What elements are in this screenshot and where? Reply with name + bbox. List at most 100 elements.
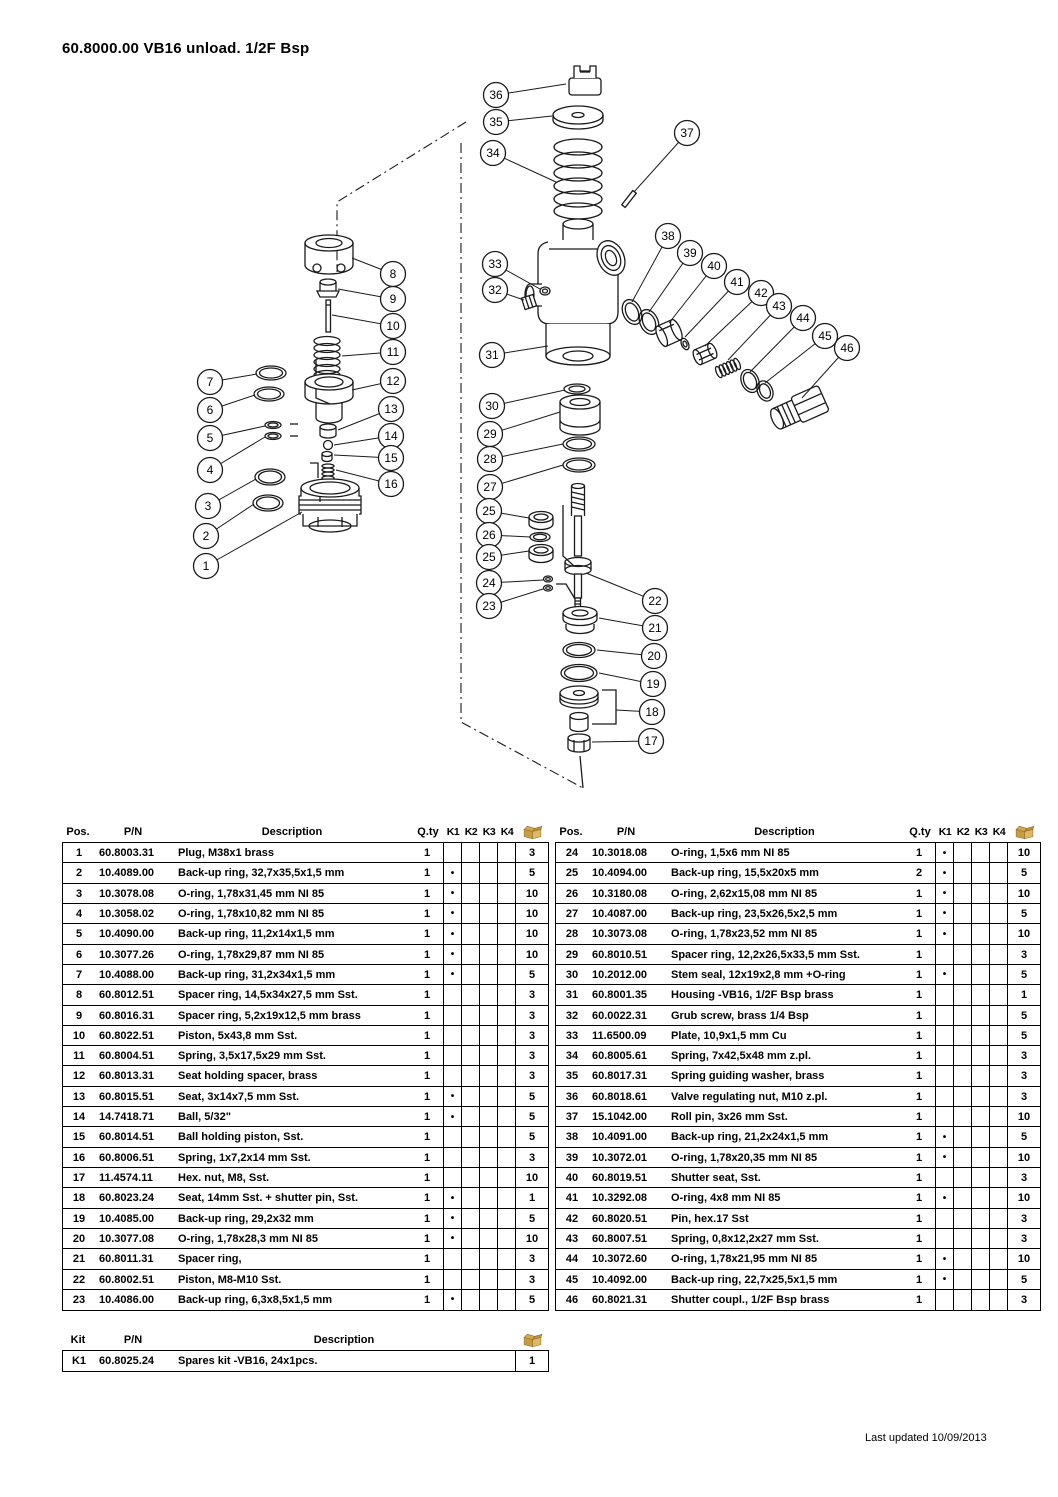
pos-cell: 1	[75, 847, 83, 859]
desc-cell: Spacer ring, 12,2x26,5x33,5 mm Sst.	[671, 948, 860, 961]
col-header-k2: K2	[464, 826, 478, 838]
pos-cell: 18	[72, 1192, 86, 1205]
k4-cell	[497, 1188, 515, 1209]
k4-cell	[989, 863, 1007, 884]
qty-cell: 1	[423, 1070, 431, 1083]
k1-cell	[443, 1005, 461, 1026]
pack-cell: 10	[515, 883, 548, 904]
k3-cell	[479, 843, 497, 863]
callout-number: 24	[482, 576, 496, 590]
k3-cell	[479, 964, 497, 985]
package-icon	[1015, 825, 1035, 840]
k1-cell	[443, 843, 461, 863]
callout-32	[481, 276, 509, 304]
callout-number: 7	[207, 375, 214, 389]
callout-13	[377, 395, 405, 423]
k4-cell	[989, 1127, 1007, 1148]
callout-number: 44	[796, 311, 810, 325]
desc-cell: Spring guiding washer, brass	[671, 1070, 825, 1083]
k2-cell	[953, 1046, 971, 1067]
desc-cell: Back-up ring, 23,5x26,5x2,5 mm	[671, 907, 838, 920]
pn-cell: 60.8003.31	[99, 847, 155, 859]
k1-cell: •	[935, 863, 953, 884]
pn-cell: 60.8002.51	[99, 1273, 155, 1286]
plug-drawing	[298, 478, 362, 533]
desc-cell: Spacer ring, 5,2x19x12,5 mm brass	[178, 1009, 361, 1022]
callout-4	[196, 456, 224, 484]
k2-cell	[953, 1025, 971, 1046]
col-header-desc: Description	[261, 826, 323, 838]
callout-11	[379, 338, 407, 366]
pos-cell: 34	[565, 1050, 579, 1063]
col-header-k1: K1	[938, 826, 952, 838]
table-header: Pos. P/N Description Q.ty K1 K2 K3 K4	[62, 822, 549, 842]
pn-cell: 60.8018.61	[592, 1090, 648, 1103]
col-header-pack	[516, 824, 549, 840]
k1-cell: •	[935, 924, 953, 945]
desc-cell: O-ring, 1,78x28,3 mm NI 85	[178, 1232, 319, 1245]
k2-cell	[461, 1107, 479, 1128]
pack-cell: 3	[1007, 1086, 1040, 1107]
pack-cell: 5	[515, 863, 548, 884]
k2-cell	[953, 1269, 971, 1290]
pack-cell: 10	[515, 924, 548, 945]
pn-cell: 60.8019.51	[592, 1172, 648, 1184]
k4-cell	[497, 924, 515, 945]
k3-cell	[479, 924, 497, 945]
desc-cell: Seat, 14mm Sst. + shutter pin, Sst.	[178, 1192, 359, 1205]
desc-cell: O-ring, 1,78x21,95 mm NI 85	[671, 1253, 818, 1266]
desc-cell: Spacer ring,	[178, 1253, 242, 1266]
k2-cell	[953, 1249, 971, 1270]
piston-10-drawing	[325, 299, 332, 333]
pos-cell: 20	[72, 1232, 86, 1245]
k3-cell	[971, 1289, 989, 1310]
k3-cell	[479, 883, 497, 904]
k1-cell	[935, 1289, 953, 1310]
k1-cell	[935, 944, 953, 965]
pack-cell: 3	[515, 843, 548, 863]
table-header: Pos. P/N Description Q.ty K1 K2 K3 K4	[555, 822, 1041, 842]
callout-number: 13	[384, 402, 398, 416]
col-header-pn: P/N	[123, 1334, 143, 1346]
callout-35	[482, 108, 510, 136]
k2-cell	[953, 1168, 971, 1188]
k2-cell	[461, 964, 479, 985]
desc-cell: Piston, M8-M10 Sst.	[178, 1273, 282, 1286]
pack-cell: 10	[1007, 1249, 1040, 1270]
desc-cell: Grub screw, brass 1/4 Bsp	[671, 1009, 809, 1022]
k1-cell	[935, 985, 953, 1006]
pack-cell: 3	[1007, 1289, 1040, 1310]
pos-cell: 39	[565, 1151, 579, 1164]
backup-ring-23-drawing	[542, 584, 554, 592]
pos-cell: 41	[565, 1192, 579, 1205]
k3-cell	[971, 843, 989, 863]
seat-holding-spacer-drawing	[304, 373, 354, 424]
pack-cell: 10	[1007, 1107, 1040, 1128]
pack-cell: 3	[515, 1046, 548, 1067]
qty-cell: 1	[423, 1253, 431, 1266]
desc-cell: Back-up ring, 22,7x25,5x1,5 mm	[671, 1273, 838, 1286]
k4-cell	[989, 1147, 1007, 1168]
pn-cell: 60.8023.24	[99, 1192, 155, 1205]
k4-cell	[497, 1228, 515, 1249]
callout-number: 31	[485, 348, 499, 362]
k1-cell: •	[443, 883, 461, 904]
pos-cell: 23	[72, 1293, 86, 1306]
pn-cell: 60.8015.51	[99, 1090, 155, 1103]
k3-cell	[971, 1005, 989, 1026]
k1-cell: •	[935, 1249, 953, 1270]
pack-cell: 3	[1007, 1208, 1040, 1229]
pn-cell: 60.8012.51	[99, 989, 155, 1002]
pos-cell: 31	[565, 989, 579, 1002]
callout-number: 25	[482, 504, 496, 518]
col-header-k2: K2	[956, 826, 970, 838]
k3-cell	[479, 985, 497, 1006]
pack-cell: 10	[1007, 924, 1040, 945]
desc-cell: Plug, M38x1 brass	[178, 847, 274, 859]
